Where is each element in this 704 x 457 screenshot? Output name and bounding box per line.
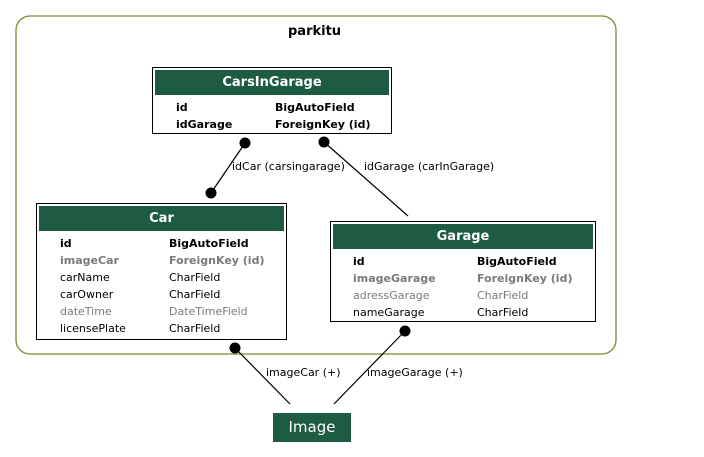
- field-type: BigAutoField: [169, 237, 249, 250]
- app-label: parkitu: [288, 24, 342, 39]
- field-name: carName: [60, 271, 110, 284]
- edge-imagecar: [234, 347, 291, 405]
- edge-label-imagecar: imageCar (+): [266, 366, 341, 379]
- field-row: nameGarage CharField: [331, 304, 595, 321]
- field-type: BigAutoField: [275, 101, 355, 114]
- field-name: dateTime: [60, 305, 112, 318]
- field-name: carOwner: [60, 288, 114, 301]
- field-name: licensePlate: [60, 322, 126, 335]
- field-row: idGarage ForeignKey (id): [153, 116, 391, 133]
- model-garage[interactable]: Garage id BigAutoField imageGarage Forei…: [330, 221, 596, 322]
- edge-endpoint-dot: [399, 325, 411, 337]
- field-name: id: [60, 237, 72, 250]
- field-name: adressGarage: [353, 289, 430, 302]
- field-type: CharField: [477, 306, 529, 319]
- field-row: id BigAutoField: [153, 99, 391, 116]
- field-row: carOwner CharField: [37, 286, 286, 303]
- edge-endpoint-dot: [205, 187, 217, 199]
- edge-label-idgarage: idGarage (carInGarage): [364, 160, 495, 173]
- edge-imagegarage: [333, 330, 406, 405]
- model-image[interactable]: Image: [273, 413, 351, 442]
- model-title: Garage: [333, 224, 593, 249]
- edge-endpoint-dot: [318, 136, 330, 148]
- field-name: id: [353, 255, 365, 268]
- field-row: licensePlate CharField: [37, 320, 286, 337]
- field-type: DateTimeField: [169, 305, 248, 318]
- edge-endpoint-dot: [229, 342, 241, 354]
- field-row: id BigAutoField: [331, 253, 595, 270]
- field-row: dateTime DateTimeField: [37, 303, 286, 320]
- field-row: carName CharField: [37, 269, 286, 286]
- model-title: CarsInGarage: [155, 70, 389, 95]
- edge-label-imagegarage: imageGarage (+): [367, 366, 463, 379]
- field-type: BigAutoField: [477, 255, 557, 268]
- app-group-boundary: [15, 15, 617, 355]
- field-type: ForeignKey (id): [275, 118, 371, 131]
- field-type: ForeignKey (id): [169, 254, 265, 267]
- field-name: imageCar: [60, 254, 119, 267]
- field-type: CharField: [477, 289, 529, 302]
- field-type: CharField: [169, 322, 221, 335]
- model-title: Car: [39, 206, 284, 231]
- field-row: imageGarage ForeignKey (id): [331, 270, 595, 287]
- field-row: adressGarage CharField: [331, 287, 595, 304]
- edge-idcar: [210, 142, 246, 194]
- field-name: nameGarage: [353, 306, 425, 319]
- field-name: imageGarage: [353, 272, 436, 285]
- model-carsingarage[interactable]: CarsInGarage id BigAutoField idGarage Fo…: [152, 67, 392, 134]
- field-type: CharField: [169, 271, 221, 284]
- edge-endpoint-dot: [239, 137, 251, 149]
- edge-label-idcar: idCar (carsingarage): [232, 160, 345, 173]
- field-name: id: [176, 101, 188, 114]
- field-row: imageCar ForeignKey (id): [37, 252, 286, 269]
- field-type: ForeignKey (id): [477, 272, 573, 285]
- field-name: idGarage: [176, 118, 233, 131]
- field-row: id BigAutoField: [37, 235, 286, 252]
- edge-idgarage: [323, 141, 409, 217]
- field-type: CharField: [169, 288, 221, 301]
- model-car[interactable]: Car id BigAutoField imageCar ForeignKey …: [36, 203, 287, 340]
